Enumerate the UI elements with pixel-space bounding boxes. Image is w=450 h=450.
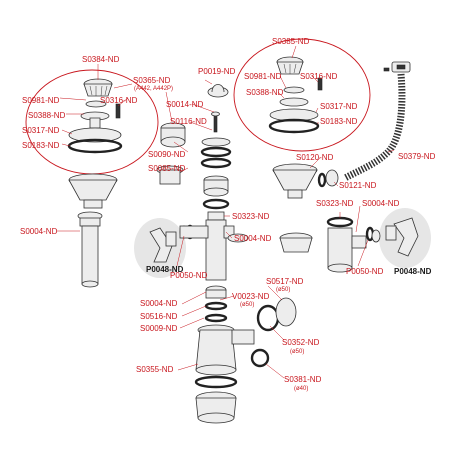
label-s0090: S0090-ND: [148, 150, 186, 159]
label-s0014: S0014-ND: [166, 100, 204, 109]
label-s0388-right: S0388-ND: [246, 88, 284, 97]
label-v0023-sub: (ø50): [240, 302, 254, 308]
label-s0317-right: S0317-ND: [320, 102, 358, 111]
label-s0517: S0517-ND: [266, 277, 304, 286]
label-s0316-left: S0316-ND: [100, 96, 138, 105]
center-plug: [207, 84, 229, 98]
label-s0379: S0379-ND: [398, 152, 436, 161]
trap-washer-1: [204, 301, 228, 311]
trap-bottom-washer: [194, 375, 238, 389]
right-locknut: [279, 97, 309, 107]
right-strainer-group-circle: [233, 38, 371, 152]
label-s0009: S0009-ND: [140, 324, 178, 333]
center-side-connector: [227, 233, 249, 243]
center-washer-2: [200, 157, 232, 169]
leader-lines: [57, 45, 395, 379]
label-s0004-bottom: S0004-ND: [140, 299, 178, 308]
right-gasket: [268, 118, 320, 134]
label-s0120: S0120-ND: [296, 153, 334, 162]
center-grid: [160, 122, 186, 148]
left-basket-strainer: [83, 78, 113, 97]
label-s0004-left: S0004-ND: [20, 227, 58, 236]
label-s0116: S0116-ND: [170, 117, 207, 126]
label-s0381-sub: (ø40): [294, 386, 308, 392]
label-p0019: P0019-ND: [198, 67, 236, 76]
label-s0121: S0121-ND: [339, 181, 377, 190]
center-collar: [203, 175, 229, 197]
label-s0085: S0085-ND: [148, 164, 186, 173]
overflow-corrugated-hose: [343, 73, 406, 182]
right-hose-connector: [317, 169, 339, 188]
center-spindle: [211, 111, 220, 133]
right-hose-elbow: [385, 217, 419, 257]
label-s0352: S0352-ND: [282, 338, 320, 347]
left-stem: [89, 117, 101, 129]
right-elbow-nut: [365, 226, 381, 243]
label-s0381: S0381-ND: [284, 375, 322, 384]
bottle-trap-nut-top: [205, 285, 227, 299]
label-p0050-right: P0050-ND: [346, 267, 384, 276]
trap-washer-2: [204, 313, 228, 323]
label-s0981-left: S0981-ND: [22, 96, 60, 105]
right-waste-body: [272, 163, 318, 199]
right-screw: [317, 77, 323, 91]
label-s0316-right: S0316-ND: [300, 72, 338, 81]
bottle-trap-body: [195, 324, 255, 376]
label-s0355: S0355-ND: [136, 365, 174, 374]
left-flange: [68, 127, 122, 143]
right-tee-fitting: [326, 216, 367, 273]
label-s0323-right: S0323-ND: [316, 199, 354, 208]
label-s0004-center: S0004-ND: [234, 234, 272, 243]
label-s0183-right: S0183-ND: [320, 117, 358, 126]
label-s0352-sub: (ø50): [290, 349, 304, 355]
label-s0385: S0385-ND: [272, 37, 310, 46]
label-s0183-left: S0183-ND: [22, 141, 60, 150]
label-p0050-left: P0050-ND: [170, 271, 208, 280]
left-tail-pipe: [77, 211, 103, 288]
trap-cleanout-cap: [195, 391, 237, 424]
label-s0365-sub: (A442, A442P): [134, 86, 173, 92]
center-bottom-nut: [156, 165, 184, 185]
center-washer-1: [200, 146, 232, 158]
faceplate-screw: [383, 67, 390, 72]
left-screw: [115, 103, 121, 119]
right-basket-strainer: [276, 56, 304, 75]
right-small-washer: [283, 86, 305, 94]
overflow-faceplate: [391, 61, 411, 73]
center-top-flange: [201, 137, 231, 147]
left-hose-elbow: [149, 227, 177, 263]
left-small-washer: [85, 100, 107, 108]
label-p0048-left: P0048-ND: [146, 265, 184, 274]
center-tee-pipe: [179, 211, 235, 281]
label-s0323-center: S0323-ND: [232, 212, 270, 221]
label-s0388-left: S0388-ND: [28, 111, 66, 120]
label-s0317-left: S0317-ND: [22, 126, 60, 135]
label-s0517-sub: (ø50): [276, 287, 290, 293]
label-s0365: S0365-ND: [133, 76, 171, 85]
label-s0981-right: S0981-ND: [244, 72, 282, 81]
left-waste-body: [68, 173, 118, 209]
label-p0048-right: P0048-ND: [394, 267, 432, 276]
label-s0516: S0516-ND: [140, 312, 178, 321]
label-s0384: S0384-ND: [82, 55, 120, 64]
outlet-reducer-group: [250, 297, 297, 368]
center-washer-3: [202, 198, 230, 210]
label-v0023: V0023-ND: [232, 292, 270, 301]
center-strainer-cup: [279, 232, 313, 253]
label-s0004-right: S0004-ND: [362, 199, 400, 208]
